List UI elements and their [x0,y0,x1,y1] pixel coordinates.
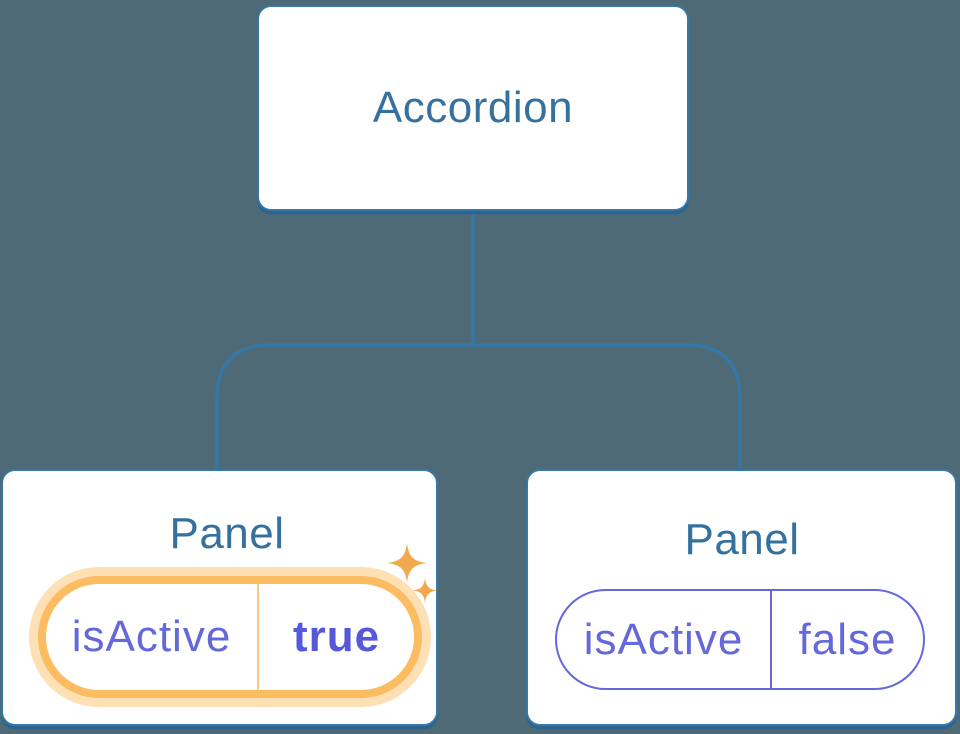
pill-divider [770,591,772,688]
pill-divider [257,584,259,690]
state-name-inactive: isActive [583,614,744,664]
panel-node-active-label: Panel [169,509,285,558]
state-pill-inactive: isActive false [555,589,925,690]
sparkle-large [387,543,427,583]
sparkles-icon [387,543,438,603]
accordion-node: Accordion [257,5,689,211]
sparkle-small [412,578,438,603]
state-name-active: isActive [71,612,232,661]
state-pill-active: isActive true [38,576,422,698]
accordion-node-label: Accordion [372,83,574,132]
state-value-inactive: false [798,614,897,664]
connector-branch [215,343,742,470]
state-value-active: true [292,612,381,661]
panel-node-inactive-label: Panel [684,515,800,564]
